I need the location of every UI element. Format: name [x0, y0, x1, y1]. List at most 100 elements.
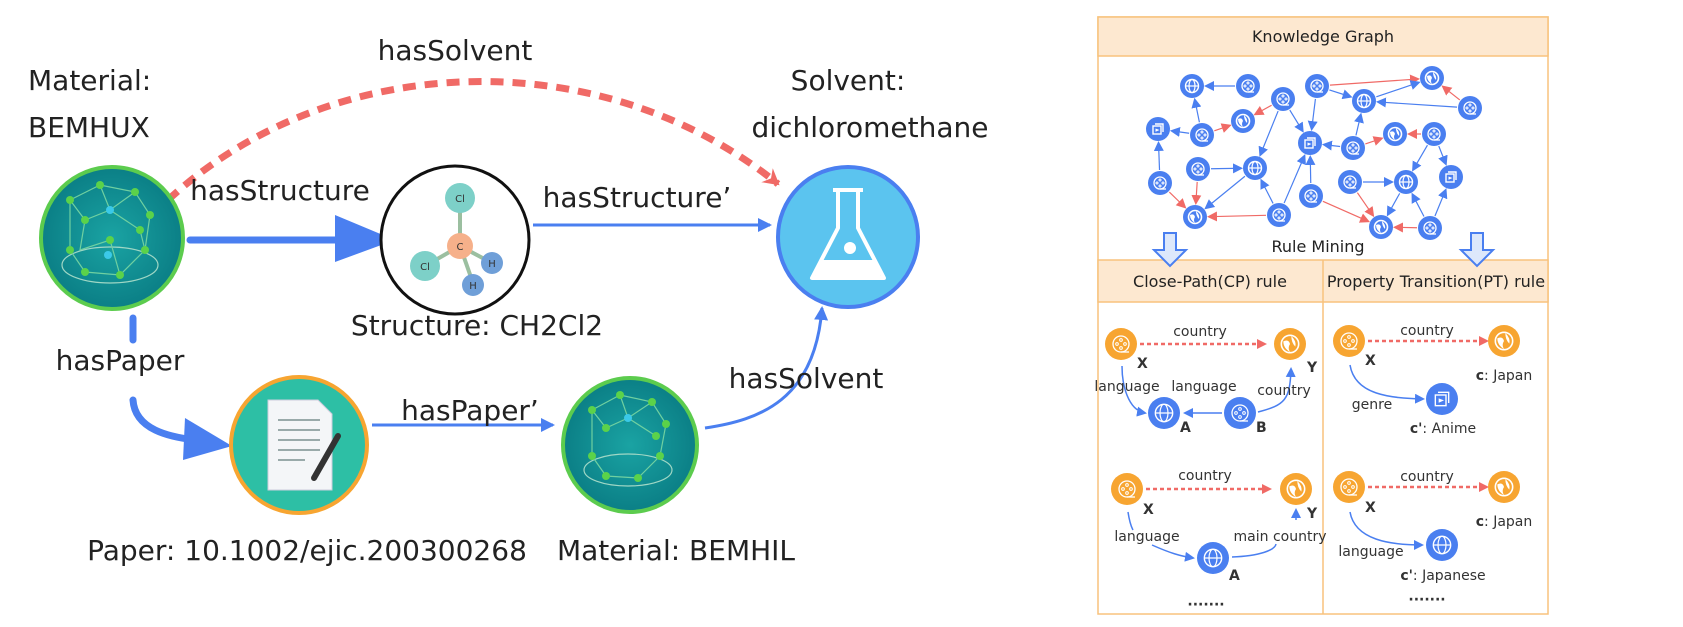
atom-cl-top: Cl — [455, 194, 465, 205]
film-node-icon — [1458, 96, 1482, 120]
pt2-edge-country: country — [1400, 469, 1454, 485]
globe-node-icon — [1197, 542, 1229, 574]
kg-edge — [1329, 89, 1353, 100]
edge-label-has-paper-prime: hasPaper’ — [401, 394, 539, 427]
kg-edge — [1411, 192, 1425, 217]
kg-edge — [1307, 98, 1318, 132]
pt2-node-x-label: X — [1365, 500, 1376, 516]
cp-rule-example-1: country language language country X Y A … — [1094, 324, 1318, 436]
kg-edge — [1206, 211, 1267, 222]
film-node-icon — [1236, 74, 1260, 98]
kg-edge — [1441, 85, 1461, 101]
molecule-icon — [410, 183, 503, 296]
structure-label: Structure: CH2Cl2 — [351, 309, 603, 342]
kg-edge — [1354, 112, 1364, 136]
film-node-icon — [1105, 328, 1137, 360]
cp1-edge-country-2: country — [1257, 383, 1311, 399]
cp1-edge-language-1: language — [1094, 379, 1159, 395]
material-node-bemhux[interactable] — [39, 165, 185, 311]
earth-node-icon — [1274, 328, 1306, 360]
kg-title: Knowledge Graph — [1252, 27, 1394, 46]
kg-edge — [1153, 140, 1164, 171]
tv-node-icon — [1298, 131, 1322, 155]
pt1-c-key: c — [1476, 368, 1484, 384]
atom-h-right: H — [488, 259, 496, 270]
kg-edge — [1260, 178, 1274, 204]
tv-node-icon — [1426, 383, 1458, 415]
edge-label-has-structure-prime: hasStructure’ — [543, 181, 732, 214]
pt1-node-cprime-label: c': Anime — [1410, 421, 1476, 437]
atom-c: C — [457, 242, 464, 253]
cp2-node-a-label: A — [1229, 568, 1240, 584]
film-node-icon — [1338, 170, 1362, 194]
kg-edge — [1376, 80, 1421, 98]
material2-label: Material: BEMHIL — [557, 534, 795, 567]
earth-node-icon — [1369, 215, 1393, 239]
cp1-node-a-label: A — [1180, 420, 1191, 436]
cp2-edge-country: country — [1178, 468, 1232, 484]
edge-label-has-solvent-top: hasSolvent — [378, 34, 533, 67]
pt1-edge-genre: genre — [1352, 397, 1392, 413]
pt1-c-value: : Japan — [1484, 368, 1532, 384]
kg-edge — [1329, 74, 1421, 86]
solvent-node-dichloromethane[interactable] — [776, 165, 920, 309]
pt2-edge-language: language — [1338, 544, 1403, 560]
kg-edge — [1258, 110, 1279, 157]
edge-has-structure — [186, 215, 395, 262]
tv-node-icon — [1146, 117, 1170, 141]
kg-edge — [1289, 109, 1304, 133]
pt2-cprime-value: : Japanese — [1413, 568, 1486, 584]
film-node-icon — [1186, 157, 1210, 181]
kg-edge — [1412, 144, 1428, 172]
globe-node-icon — [1426, 529, 1458, 561]
film-node-icon — [1422, 122, 1446, 146]
tv-node-icon — [1439, 165, 1463, 189]
paper-node[interactable] — [229, 375, 369, 515]
rule-mining-panel: Knowledge Graph Rule Mining Close-Path(C… — [1094, 16, 1549, 615]
earth-node-icon — [1183, 205, 1207, 229]
edge-label-has-solvent-bottom: hasSolvent — [729, 362, 884, 395]
kg-edge — [1210, 163, 1244, 174]
film-node-icon — [1333, 471, 1365, 503]
film-node-icon — [1190, 123, 1214, 147]
earth-node-icon — [1420, 66, 1444, 90]
rule-examples: country language language country X Y A … — [1094, 323, 1532, 613]
kg-edge — [1375, 97, 1458, 108]
film-node-icon — [1111, 473, 1143, 505]
material-node-bemhil[interactable] — [561, 376, 699, 514]
film-node-icon — [1341, 136, 1365, 160]
rule-mining-label: Rule Mining — [1271, 237, 1364, 256]
kg-edge — [1283, 154, 1306, 204]
kg-edges — [1153, 74, 1461, 233]
cp1-edge-country: country — [1173, 324, 1227, 340]
film-node-icon — [1148, 171, 1172, 195]
kg-edge — [1434, 188, 1448, 217]
edge-label-has-paper: hasPaper — [56, 344, 185, 377]
pt-rule-example-2: country language X c: Japan c': Japanese… — [1338, 469, 1532, 608]
cp1-node-y-label: Y — [1306, 360, 1318, 376]
cp2-edge-main-country: main country — [1234, 529, 1327, 545]
cp-rule-example-2: country language main country X Y A ····… — [1114, 468, 1326, 613]
paper-label: Paper: 10.1002/ejic.200300268 — [87, 534, 527, 567]
cp2-node-y-label: Y — [1306, 506, 1318, 522]
solvent-label-line2: dichloromethane — [752, 111, 989, 144]
pt1-cprime-key: c' — [1410, 421, 1423, 437]
kg-edge — [1214, 123, 1232, 133]
kg-edge — [1386, 193, 1401, 217]
earth-node-icon — [1280, 473, 1312, 505]
flask-icon — [810, 188, 886, 280]
cp1-node-x-label: X — [1137, 356, 1148, 372]
globe-node-icon — [1243, 156, 1267, 180]
globe-node-icon — [1148, 397, 1180, 429]
atom-cl-left: Cl — [420, 262, 430, 273]
film-node-icon — [1271, 87, 1295, 111]
structure-node-ch2cl2[interactable]: Cl Cl C H H — [379, 164, 531, 316]
down-arrow-cp — [1151, 232, 1189, 268]
material1-label-line1: Material: — [28, 64, 151, 97]
cp1-edge-language-2: language — [1171, 379, 1236, 395]
pt-rule-example-1: country genre X c: Japan c': Anime — [1349, 323, 1532, 437]
earth-node-icon — [1488, 471, 1520, 503]
cp2-edge-language: language — [1114, 529, 1179, 545]
kg-edge — [1438, 145, 1448, 166]
